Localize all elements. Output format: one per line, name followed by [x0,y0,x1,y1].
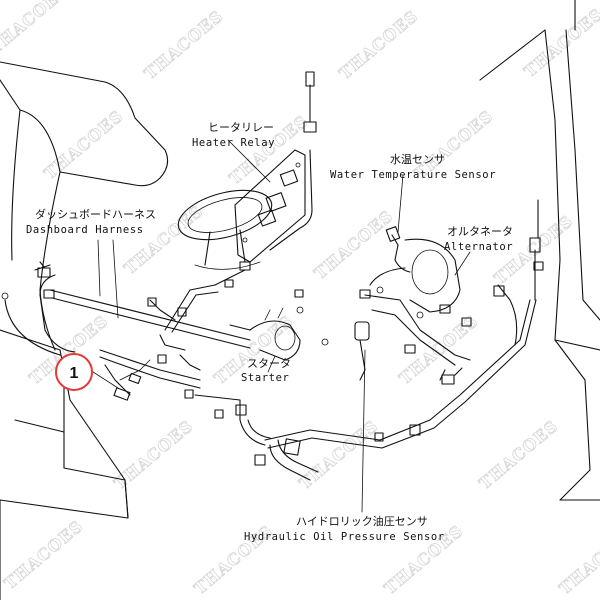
watermark-9: THACOES [310,206,396,283]
watermark-13: THACOES [395,311,481,388]
heater-relay-panel [234,71,317,263]
label-heater-relay-jp: ヒータリレー [208,121,274,134]
watermark-14: THACOES [110,416,196,493]
label-water-temp-jp: 水温センサ [390,153,445,166]
label-dashboard-en: Dashboard Harness [26,224,144,236]
label-hydraulic-en: Hydraulic Oil Pressure Sensor [244,531,445,543]
connectors [157,279,472,419]
watermark-5: THACOES [40,106,126,183]
water-temp-sensor [385,226,411,273]
label-dashboard-jp: ダッシュボードハーネス [35,207,156,221]
callout-number[interactable]: 1 [70,365,79,382]
label-starter-jp: スタータ [247,357,291,370]
watermark-2: THACOES [140,6,226,83]
leader-lines [97,139,471,513]
label-heater-relay-en: Heater Relay [192,137,275,149]
label-starter-en: Starter [241,372,289,384]
starter-motor [229,307,301,361]
steering-wheel [177,189,273,270]
label-alternator-en: Alternator [444,241,513,253]
watermark-16: THACOES [475,416,561,493]
callout-1[interactable]: 1 [55,353,119,391]
watermark-17: THACOES [0,516,86,593]
watermark-1: THACOES [0,0,72,58]
callout-circle[interactable] [55,353,93,391]
watermark-20: THACOES [555,521,600,598]
watermark-3: THACOES [335,6,421,83]
labels: ヒータリレー Heater Relay 水温センサ Water Temperat… [26,121,513,543]
label-water-temp-en: Water Temperature Sensor [330,169,496,181]
watermark-15: THACOES [295,416,381,493]
label-alternator-jp: オルタネータ [447,225,513,238]
alternator [359,238,471,366]
engine-harness [254,199,544,481]
watermark-4: THACOES [520,4,600,81]
label-hydraulic-jp: ハイドロリック油圧センサ [296,514,428,528]
dashboard-harness [1,261,271,446]
